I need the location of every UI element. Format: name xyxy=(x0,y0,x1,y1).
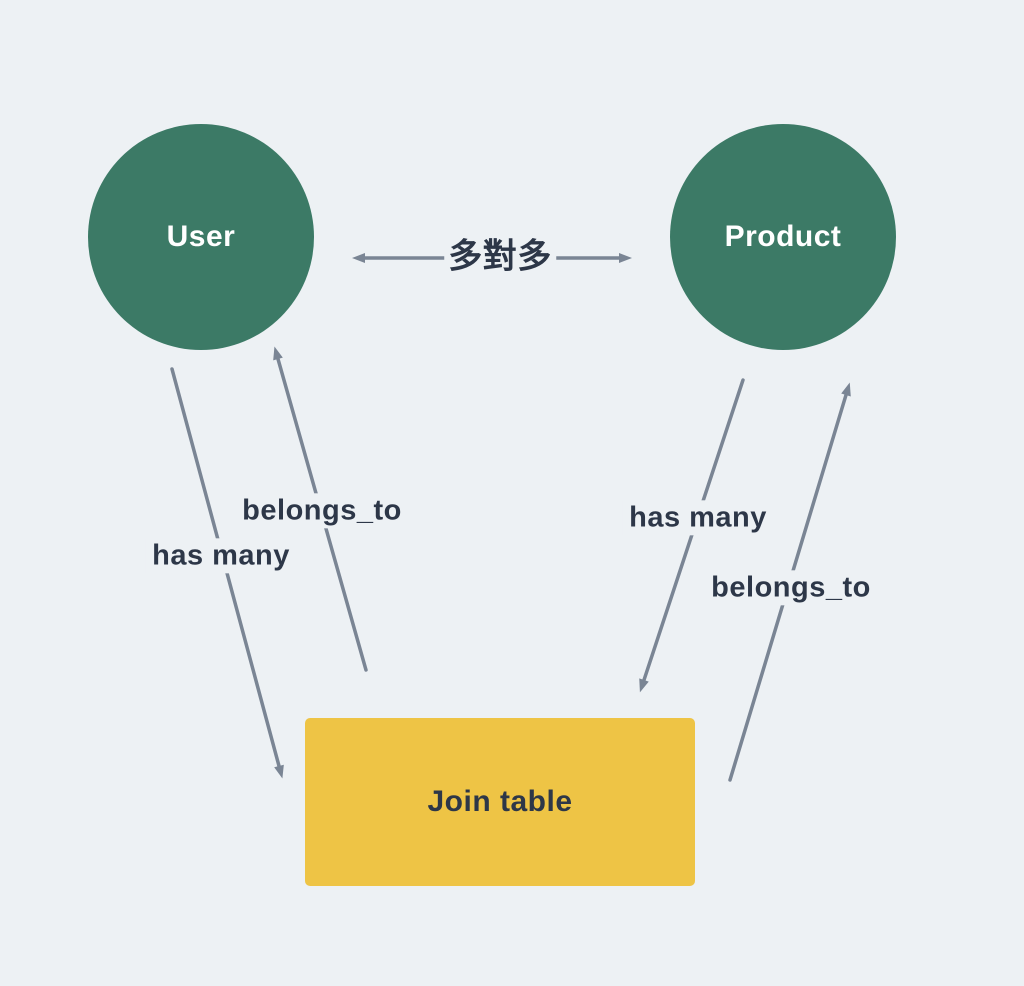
node-product-label: Product xyxy=(724,220,842,253)
node-join-table-label: Join table xyxy=(427,785,573,818)
node-user-label: User xyxy=(166,220,236,253)
user-has-many-label: has many xyxy=(145,538,297,574)
join-belongs-to-product-label: belongs_to xyxy=(704,570,878,606)
many-to-many-label: 多對多 xyxy=(444,236,556,278)
join-belongs-to-user-label: belongs_to xyxy=(235,493,409,529)
product-has-many-label: has many xyxy=(622,500,774,536)
node-user: User xyxy=(88,124,314,350)
node-product: Product xyxy=(670,124,896,350)
node-join-table: Join table xyxy=(305,718,695,886)
